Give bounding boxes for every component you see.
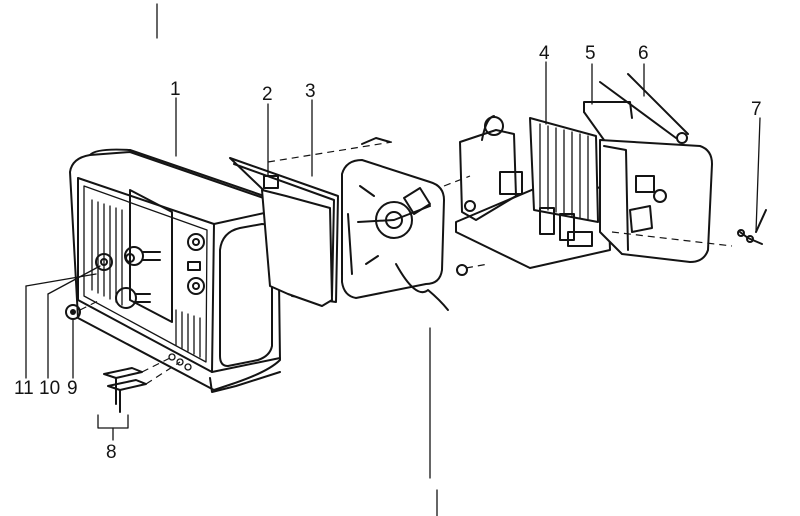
part-picture-tube [229,137,393,307]
part-stand-8 [97,356,181,429]
cabinet-side-panel [219,223,273,367]
yoke-wire [395,263,449,311]
stand-8-bracket [97,414,129,429]
callout-2: 2 [262,84,273,105]
knob-top-right [187,233,205,251]
part-front-cabinet [69,148,281,393]
grille-right [175,309,201,358]
guide-line-2 [267,141,393,163]
front-bezel-inner [83,185,208,363]
leader-7 [755,117,761,233]
rear-handle-5 [583,101,633,119]
antenna-rod-b [627,73,689,135]
part-chassis [455,115,618,269]
knob-bottom-right-center [192,282,200,290]
callout-1: 1 [170,79,181,100]
grille-left [91,199,123,306]
yoke-screw [456,264,468,276]
callout-9: 9 [67,378,78,399]
leader-10-h [47,265,101,295]
rear-connector [635,175,655,193]
callout-10: 10 [39,378,60,399]
knob-shaft-upper [124,246,144,266]
part-screws-7 [737,209,767,245]
callout-6: 6 [638,43,649,64]
callout-11: 11 [14,378,34,399]
callout-labels: 1 2 3 4 5 6 7 8 9 10 11 [14,43,762,463]
leader-11-h [25,273,97,287]
leader-lines [25,61,761,479]
knob-shaft-lower [115,287,137,309]
yoke-clamp [403,187,431,215]
callout-4: 4 [539,43,550,64]
leader-7b [755,209,767,233]
chassis-transformer [499,171,523,195]
chassis-block-1 [539,207,555,235]
callout-5: 5 [585,43,596,64]
cabinet-base [209,371,281,393]
antenna-rod-a [599,81,677,139]
part-yoke-assembly [341,159,489,311]
switch-indicator [187,261,201,271]
knob-top-right-center [192,238,200,246]
chassis-coil [484,116,504,136]
yoke-plate [341,159,445,299]
tube-face-3 [261,189,333,307]
knob-bottom-right [187,277,205,295]
antenna-base [676,132,688,144]
cabinet-body [69,151,281,391]
callout-3: 3 [305,81,316,102]
knob-9-center [70,309,76,315]
front-bottom-jacks [168,353,192,371]
callout-7: 7 [751,99,762,120]
screw-top [361,137,391,145]
heatsink-fins [539,123,589,221]
knob-10 [95,253,113,271]
part-rear-cabinet [583,73,733,263]
guide-line-rear [611,231,733,247]
knob-9-body [65,304,81,320]
chassis-bracket [459,129,517,221]
chassis-block-3 [567,231,593,247]
tube-bracket [263,175,279,189]
part-knob-9 [65,299,101,320]
callout-8: 8 [106,442,117,463]
front-knobs [95,233,205,309]
